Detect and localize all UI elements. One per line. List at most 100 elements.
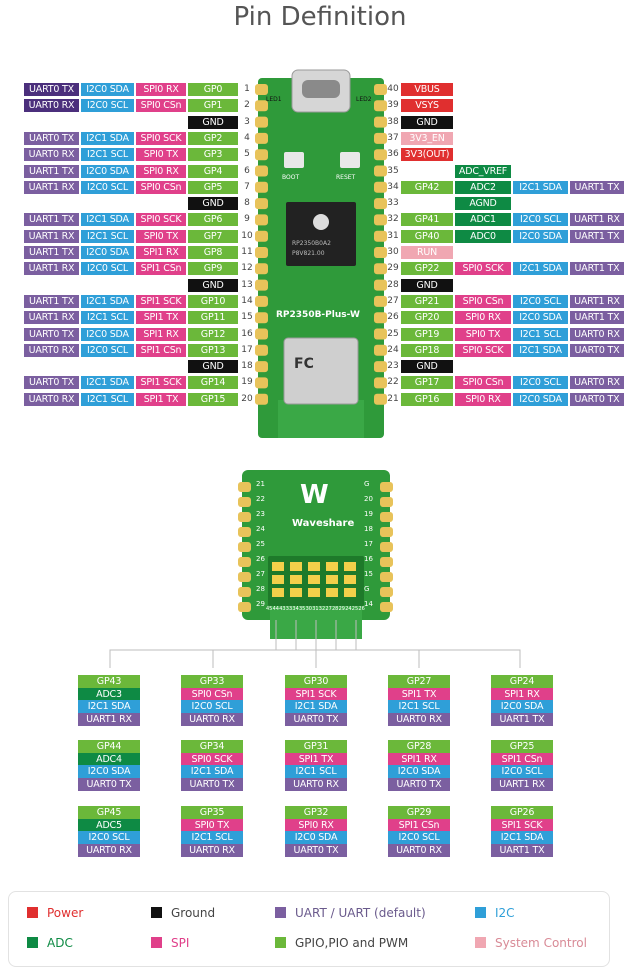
- pin-pad: [255, 377, 268, 389]
- left-pin-label: SPI1 CSn: [136, 262, 186, 275]
- left-pin-label: UART1 TX: [24, 295, 79, 308]
- wifi-module: [283, 337, 359, 405]
- legend-swatch: [475, 937, 486, 948]
- bottom-pad-number: 25: [351, 606, 359, 612]
- bottom-pad: [272, 562, 284, 571]
- left-pin-label: I2C0 SCL: [81, 262, 134, 275]
- left-pin-label: I2C1 SCL: [81, 230, 134, 243]
- left-pin-label: UART1 TX: [24, 246, 79, 259]
- pin-pad: [255, 84, 268, 95]
- pin-pad: [255, 247, 268, 258]
- bottom-pad-number: 24: [345, 606, 352, 612]
- left-pin-label: UART0 TX: [24, 328, 79, 341]
- left-pin-label: GND: [188, 360, 238, 373]
- left-pin-label: SPI1 TX: [136, 311, 186, 324]
- bottom-board-number: G: [364, 585, 370, 593]
- right-pin-label: UART0 TX: [570, 344, 624, 357]
- bottom-pad: [344, 588, 356, 597]
- led2-label: LED2: [356, 96, 372, 103]
- left-pin-number: 4: [244, 133, 250, 143]
- bottom-board-number: G: [364, 480, 370, 488]
- pin-pad: [374, 165, 387, 177]
- bottom-group-label: GP32: [285, 806, 347, 819]
- bottom-board-number: 19: [364, 510, 373, 518]
- left-pin-number: 3: [244, 117, 250, 127]
- right-pin-label: UART1 RX: [570, 213, 624, 226]
- left-pin-label: GP15: [188, 393, 238, 406]
- rp2350b-chip: [286, 202, 356, 266]
- right-pin-label: I2C1 SDA: [513, 344, 568, 357]
- pin-pad: [374, 328, 387, 340]
- left-pin-label: GP1: [188, 99, 238, 112]
- pin-pad: [380, 572, 393, 582]
- bottom-group-label: GP33: [181, 675, 243, 688]
- left-pin-label: SPI0 CSn: [136, 181, 186, 194]
- right-pin-label: I2C0 SDA: [513, 393, 568, 406]
- bottom-pad: [326, 562, 338, 571]
- left-pin-label: SPI1 RX: [136, 246, 186, 259]
- pin-pad: [374, 312, 387, 324]
- right-pin-number: 33: [387, 198, 399, 208]
- pin-pad: [380, 602, 393, 612]
- pin-pad: [255, 116, 268, 128]
- right-pin-label: GND: [401, 360, 453, 373]
- left-pin-label: GP4: [188, 165, 238, 178]
- left-pin-label: I2C0 SCL: [81, 99, 134, 112]
- bottom-group-label: GP34: [181, 740, 243, 753]
- bottom-group-label: SPI1 RX: [491, 688, 553, 701]
- bottom-group-label: SPI0 TX: [181, 819, 243, 832]
- pin-pad: [374, 116, 387, 128]
- right-pin-label: UART1 TX: [570, 311, 624, 324]
- right-pin-label: GP40: [401, 230, 453, 243]
- top-board-antenna-area: [278, 400, 364, 438]
- left-pin-label: I2C0 SDA: [81, 83, 134, 96]
- bottom-pad: [344, 562, 356, 571]
- pin-pad: [238, 542, 251, 552]
- bottom-pad: [308, 562, 320, 571]
- bottom-group-label: UART1 TX: [491, 713, 553, 726]
- left-pin-label: GP11: [188, 311, 238, 324]
- usb-c-port: [302, 80, 340, 98]
- bottom-pad-number: 31: [312, 606, 319, 612]
- board-name-label: RP2350B-Plus-W: [276, 310, 360, 320]
- bottom-group-label: GP27: [388, 675, 450, 688]
- bottom-pad: [290, 562, 302, 571]
- pin-pad: [255, 198, 268, 210]
- left-pin-label: UART0 TX: [24, 376, 79, 389]
- bottom-group-label: GP29: [388, 806, 450, 819]
- bottom-group-label: UART0 RX: [388, 844, 450, 857]
- boot-label: BOOT: [282, 174, 300, 181]
- left-pin-label: SPI1 SCK: [136, 376, 186, 389]
- right-pin-number: 40: [387, 84, 399, 94]
- right-pin-number: 21: [387, 394, 399, 404]
- left-pin-label: SPI0 TX: [136, 230, 186, 243]
- bottom-group-label: UART0 RX: [388, 713, 450, 726]
- bottom-pad-number: 30: [305, 606, 312, 612]
- bottom-board-number: 20: [364, 495, 373, 503]
- pin-pad: [255, 132, 268, 144]
- left-pin-label: I2C1 SDA: [81, 295, 134, 308]
- pin-pad: [255, 295, 268, 307]
- pin-pad: [238, 482, 251, 492]
- right-pin-label: UART1 TX: [570, 262, 624, 275]
- legend-label: I2C: [495, 906, 515, 920]
- pin-pad: [255, 214, 268, 226]
- left-pin-label: SPI1 RX: [136, 328, 186, 341]
- left-pin-number: 14: [241, 296, 253, 306]
- brand-logo-icon: W: [300, 480, 329, 510]
- page-title: Pin Definition: [233, 2, 407, 32]
- right-pin-number: 34: [387, 182, 399, 192]
- fc-mark: FC: [294, 356, 314, 372]
- pin-pad: [255, 393, 268, 405]
- pin-pad: [380, 557, 393, 567]
- pin-pad: [255, 149, 268, 161]
- left-pin-label: UART1 TX: [24, 213, 79, 226]
- left-pin-label: GND: [188, 279, 238, 292]
- left-pin-label: GP9: [188, 262, 238, 275]
- pin-pad: [238, 572, 251, 582]
- reset-button: [340, 152, 360, 168]
- bottom-group-label: UART1 TX: [491, 844, 553, 857]
- left-pin-label: SPI0 RX: [136, 83, 186, 96]
- connector-trunk: [109, 649, 521, 668]
